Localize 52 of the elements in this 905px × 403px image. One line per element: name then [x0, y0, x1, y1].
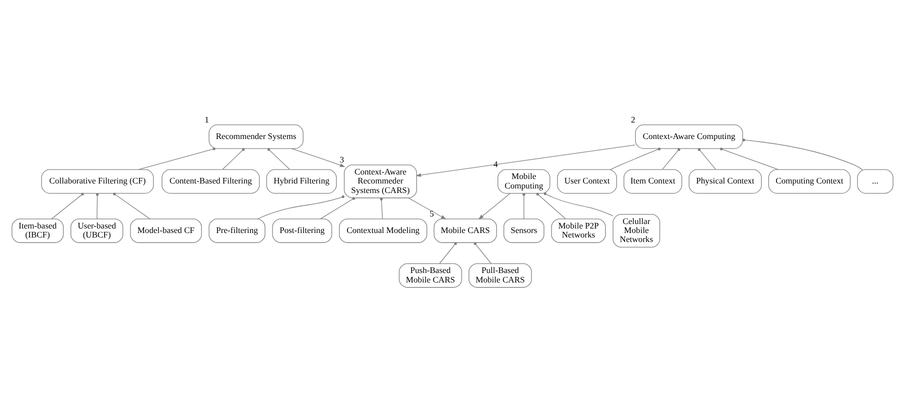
connector: [138, 147, 216, 170]
node-label: 1: [204, 114, 209, 124]
node-label: 5: [430, 208, 434, 219]
connector: [742, 138, 863, 170]
node-box: Context-Aware Computing: [635, 124, 743, 149]
connector: [522, 193, 526, 220]
node-box: Item-based (IBCF): [12, 218, 64, 243]
connector: [257, 195, 344, 220]
node-box: Collaborative Filtering (CF): [41, 169, 154, 194]
connector: [222, 148, 245, 170]
arrow: [408, 198, 446, 220]
connector: [96, 193, 99, 220]
node-box: Model-based CF: [130, 218, 202, 243]
node-box: Context-Aware Recommeder Systems (CARS): [344, 164, 417, 198]
connector: [662, 148, 680, 170]
node-label: 4: [493, 159, 498, 170]
node-label: 2: [630, 114, 636, 124]
connector: [51, 192, 84, 220]
node-box: Push-Based Mobile CARS: [398, 263, 462, 288]
node-box: Physical Context: [688, 169, 762, 194]
connector: [474, 242, 492, 264]
node-label: 3: [340, 154, 344, 165]
node-box: Mobile P2P Networks: [551, 218, 606, 243]
node-box: Pull-Based Mobile CARS: [468, 263, 532, 288]
arrow: [478, 193, 510, 220]
node-box: User-based (UBCF): [70, 218, 124, 243]
node-box: Pre-filtering: [208, 218, 266, 243]
node-box: Mobile Computing: [498, 169, 550, 194]
node-box: Computing Context: [768, 169, 851, 194]
node-box: Contextual Modeling: [339, 218, 428, 243]
node-box: Post-filtering: [272, 218, 332, 243]
node-box: User Context: [557, 169, 617, 194]
arrow: [291, 148, 346, 167]
node-box: Mobile CARS: [434, 218, 497, 243]
node-box: Recommender Systems: [208, 124, 304, 149]
node-box: Hybrid Filtering: [266, 169, 337, 194]
node-box: Content-Based Filtering: [162, 169, 260, 194]
connector: [267, 148, 290, 170]
connector: [610, 148, 661, 170]
connector: [544, 192, 614, 216]
connector: [320, 197, 356, 220]
node-box: Item Context: [624, 169, 682, 194]
node-box: Celullar Mobile Networks: [612, 214, 660, 248]
node-box: Sensors: [504, 218, 544, 243]
connector: [698, 148, 716, 170]
connector: [536, 192, 566, 220]
node-box: ...: [857, 169, 894, 194]
connector: [113, 192, 150, 220]
connector: [720, 148, 779, 170]
arrow: [416, 144, 636, 177]
connector: [439, 242, 457, 264]
connector: [380, 198, 383, 220]
